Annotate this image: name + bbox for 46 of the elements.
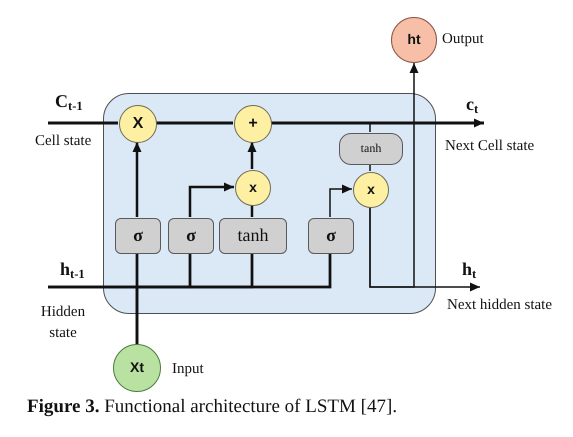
- function-label: σ: [133, 226, 143, 246]
- multiply-circle: [119, 105, 157, 143]
- state-symbol: c$_{t}$: [466, 94, 478, 118]
- state-label: Next hidden state: [447, 297, 552, 314]
- state-symbol: C$_{t-1}$: [55, 91, 83, 114]
- arrow: [132, 142, 142, 217]
- symbol-label: Xt: [130, 360, 144, 376]
- arrow: [248, 142, 256, 169]
- connector-line: [271, 122, 371, 132]
- state-symbol: h$_{t}$: [462, 259, 476, 282]
- state-label: Next Cell state: [445, 138, 534, 155]
- connector-line: [250, 205, 254, 217]
- state-symbol: h$_{t-1}$: [60, 259, 85, 282]
- connector-line: [48, 122, 118, 124]
- symbol-label: ht: [407, 32, 421, 48]
- input-circle: [113, 344, 161, 392]
- input-label: Input: [172, 361, 204, 378]
- function-label: σ: [186, 226, 196, 246]
- operator-symbol: x: [249, 180, 257, 196]
- arrow: [369, 207, 480, 292]
- function-label: tanh: [360, 142, 382, 156]
- sigmoid-gate-box: [168, 218, 214, 254]
- arrow: [188, 182, 234, 217]
- tanh-box: [219, 218, 287, 254]
- sigmoid-gate-box: [115, 218, 161, 254]
- operator-symbol: X: [132, 115, 144, 133]
- figure-caption: Figure 3. Functional architecture of LSTM [47].: [27, 396, 398, 418]
- connector-line: [369, 164, 371, 171]
- tanh-box: [339, 133, 403, 165]
- state-label: Cell state: [35, 133, 92, 150]
- connector-line: [156, 122, 233, 124]
- multiply-circle: [235, 170, 271, 206]
- arrow: [271, 118, 484, 128]
- connector-line: [136, 253, 332, 344]
- operator-symbol: +: [248, 115, 258, 133]
- lstm-cell-box: [103, 93, 436, 314]
- function-label: σ: [326, 226, 336, 246]
- arrow: [329, 184, 352, 217]
- output-label: Output: [442, 31, 484, 48]
- output-circle: [391, 17, 437, 63]
- multiply-circle: [353, 172, 389, 208]
- operator-symbol: x: [367, 182, 375, 198]
- function-label: tanh: [238, 226, 268, 246]
- add-circle: [234, 105, 272, 143]
- sigmoid-gate-box: [308, 218, 354, 254]
- state-label: Hidden state: [40, 303, 86, 343]
